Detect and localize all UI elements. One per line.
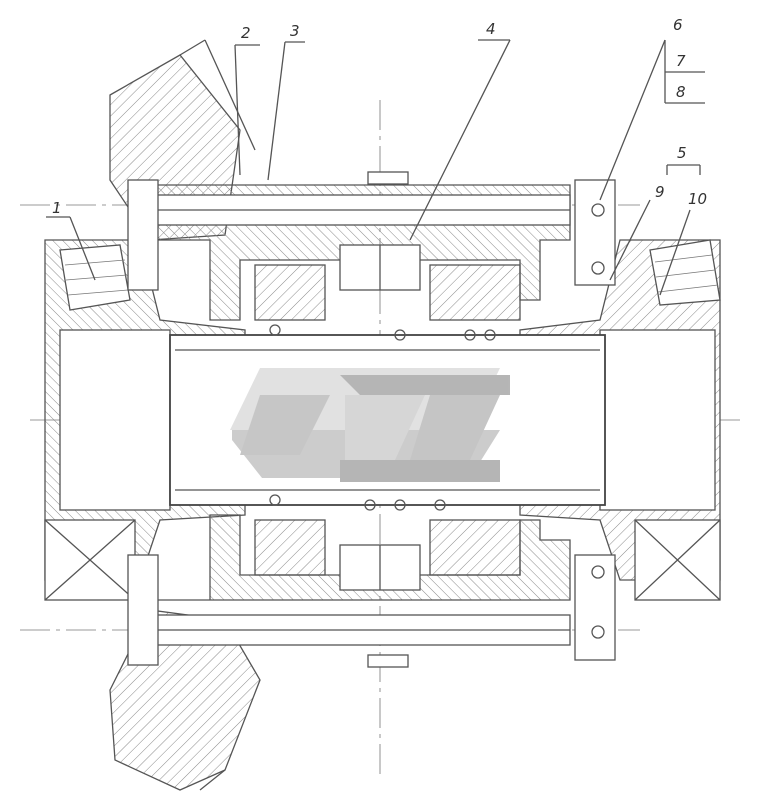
label-8: 8 [676,83,686,101]
item-labels: 1 2 3 4 5 6 7 8 9 10 [52,16,707,217]
bearing-left-top [59,244,131,311]
label-10: 10 [688,190,707,208]
gear-blocks [254,244,521,591]
label-3: 3 [290,22,300,40]
bearing-right-top [649,239,721,306]
housing-right [519,239,721,601]
label-5: 5 [677,144,687,162]
label-7: 7 [676,52,686,70]
label-4: 4 [486,20,496,38]
label-9: 9 [655,183,665,201]
chevron-logo-watermark [230,368,510,482]
carrier-lower [130,514,616,668]
through-bolts [127,179,159,666]
label-2: 2 [241,24,251,42]
label-1: 1 [52,199,62,217]
label-6: 6 [673,16,683,34]
leader-lines [46,39,705,296]
